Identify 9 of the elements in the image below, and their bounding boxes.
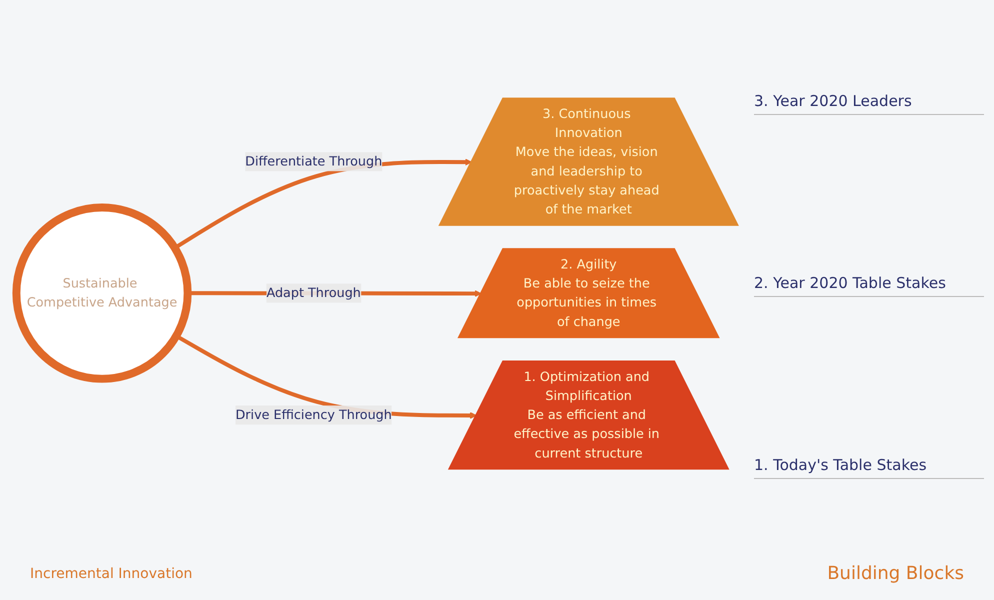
side-label: Incremental Innovation [30,566,192,582]
tier-caption: 1. Today's Table Stakes [754,452,984,480]
node-circle: Sustainable Competitive Advantage [12,203,192,383]
edge-label: Adapt Through [266,285,361,300]
edge-label: Differentiate Through [245,154,382,169]
tier-caption: 3. Year 2020 Leaders [754,88,984,115]
tier-caption: 2. Year 2020 Table Stakes [754,270,984,297]
edge-label: Drive Efficiency Through [235,406,392,422]
caption: Building Blocks [827,563,964,584]
